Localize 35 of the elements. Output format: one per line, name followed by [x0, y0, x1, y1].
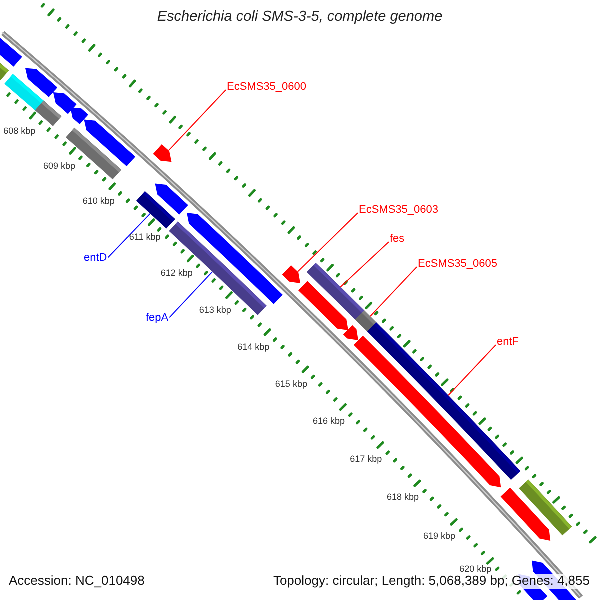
gene-label: EcSMS35_0605: [418, 258, 498, 271]
gene-feature: [136, 191, 176, 229]
gene-label: entF: [497, 336, 520, 349]
gene-feature: [153, 144, 172, 162]
scale-label: 612 kbp: [160, 268, 193, 278]
scale-label: 618 kbp: [386, 492, 419, 503]
scale-label: 616 kbp: [312, 416, 345, 427]
scale-label: 615 kbp: [275, 378, 308, 389]
gene-label: EcSMS35_0600: [227, 81, 306, 94]
title: Escherichia coli SMS-3-5, complete genome: [156, 9, 444, 26]
scale-label: 608 kbp: [4, 126, 36, 136]
scale-label: 620 kbp: [460, 564, 492, 574]
scale-label: 613 kbp: [199, 304, 232, 315]
gene-label: fes: [390, 233, 405, 246]
footer-text: Accession: NC_010498: [7, 574, 147, 589]
leader-line: [370, 266, 418, 317]
scale-label: 610 kbp: [82, 196, 115, 207]
gene-feature: [367, 322, 521, 480]
scale-label: 614 kbp: [238, 341, 270, 352]
gene-label: EcSMS35_0603: [359, 204, 438, 217]
leader-line: [169, 271, 214, 318]
leader-line: [168, 90, 226, 152]
footer-text: Topology: circular; Length: 5,068,389 bp; Genes: 4,855: [271, 574, 592, 589]
leader-line: [297, 212, 358, 272]
scale-label: 611 kbp: [129, 232, 161, 242]
scale-label: 617 kbp: [350, 454, 382, 464]
leader-line: [108, 213, 151, 258]
gene-label: entD: [84, 252, 108, 265]
leader-line: [448, 344, 496, 396]
leader-line: [340, 242, 390, 288]
gene-feature: [306, 262, 364, 320]
gene-label: fepA: [146, 312, 169, 325]
scale-label: 619 kbp: [423, 530, 456, 542]
gene-feature: [282, 266, 301, 284]
scale-label: 609 kbp: [43, 160, 76, 172]
